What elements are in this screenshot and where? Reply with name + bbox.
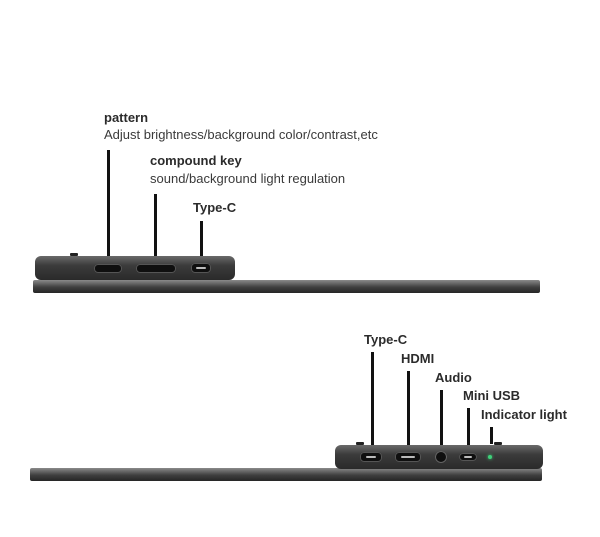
top-device-plate xyxy=(33,280,540,293)
side-device-view: Type-C HDMI Audio Mini USB Indicator lig… xyxy=(0,300,600,537)
audio-label: Audio xyxy=(435,370,472,385)
hdmi-label: HDMI xyxy=(401,351,435,366)
indicator-light-label: Indicator light xyxy=(481,407,567,422)
mini-usb-label: Mini USB xyxy=(463,388,521,403)
side-device-plate xyxy=(30,468,542,481)
pattern-label: pattern xyxy=(104,110,149,125)
compound-key-leader-line xyxy=(154,194,157,267)
type-c-top-leader-line xyxy=(200,221,203,267)
mini-usb-leader-line xyxy=(467,408,470,446)
pattern-description: Adjust brightness/background color/contr… xyxy=(104,127,378,142)
hdmi-port-contact xyxy=(401,456,415,458)
type-c-top-port-contact xyxy=(196,267,206,269)
top-housing-nub xyxy=(70,253,78,256)
compound-key-description: sound/background light regulation xyxy=(150,171,346,186)
hdmi-port[interactable] xyxy=(395,452,421,462)
type-c-side-port-contact xyxy=(366,456,376,458)
compound-key-label: compound key xyxy=(150,153,242,168)
type-c-side-leader-line xyxy=(371,352,374,446)
type-c-side-label: Type-C xyxy=(364,332,408,347)
type-c-top-label: Type-C xyxy=(193,200,237,215)
indicator-light-leader-line xyxy=(490,427,493,444)
type-c-side-port[interactable] xyxy=(360,452,382,462)
mini-usb-port-contact xyxy=(464,456,472,458)
pattern-leader-line xyxy=(107,150,110,267)
audio-leader-line xyxy=(440,390,443,446)
indicator-light xyxy=(488,455,492,459)
compound-key-button[interactable] xyxy=(136,264,176,273)
side-housing-nub-right xyxy=(494,442,502,445)
side-housing-nub xyxy=(356,442,364,445)
top-device-view: pattern Adjust brightness/background col… xyxy=(33,110,540,293)
audio-jack[interactable] xyxy=(435,451,447,463)
mini-usb-port[interactable] xyxy=(459,453,477,461)
pattern-button[interactable] xyxy=(94,264,122,273)
type-c-top-port[interactable] xyxy=(191,263,211,273)
hdmi-leader-line xyxy=(407,371,410,446)
